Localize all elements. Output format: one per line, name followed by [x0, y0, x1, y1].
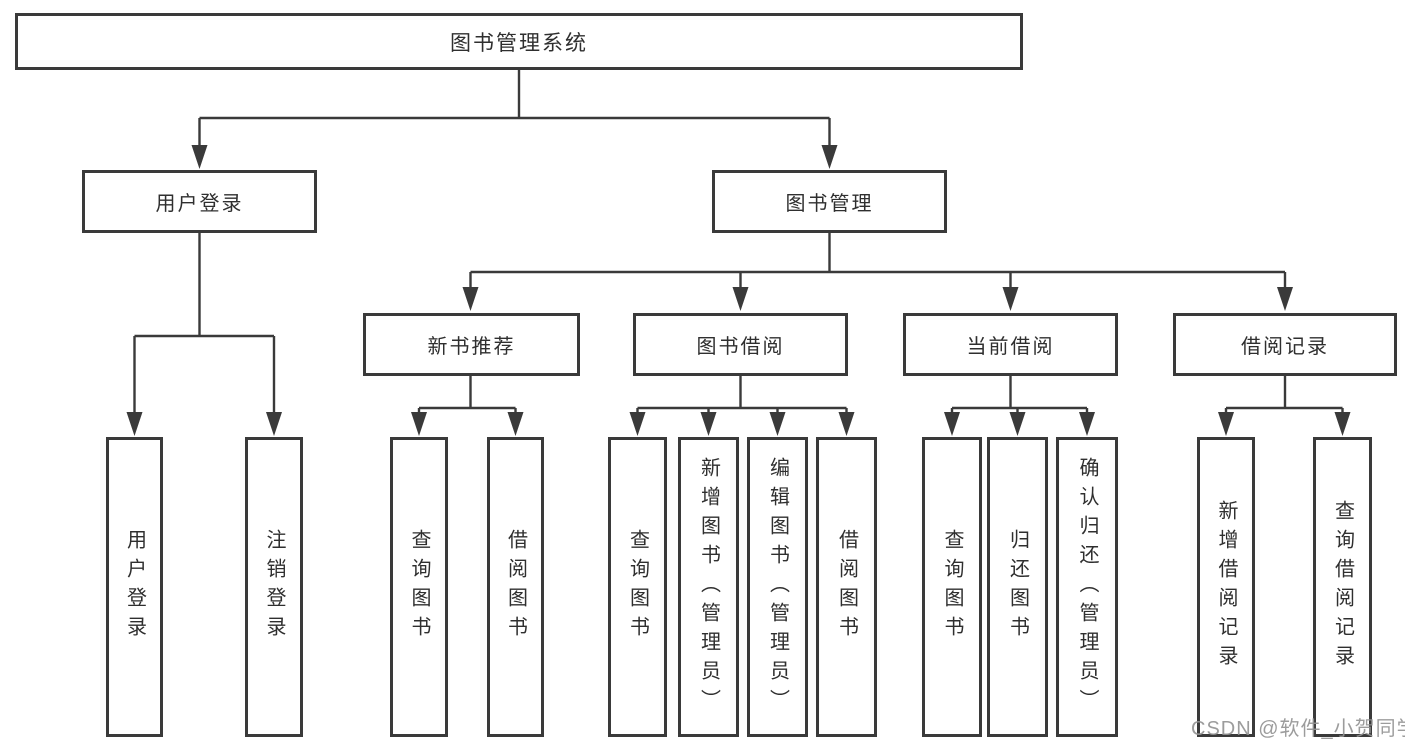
connector-root	[198, 70, 831, 150]
node-book-borrowing: 图书借阅	[633, 313, 848, 376]
node-borrowing-records-label: 借阅记录	[1241, 336, 1329, 358]
node-user-login-branch-label: 用户登录	[155, 193, 244, 215]
node-logout-label: 注销登录	[263, 529, 285, 645]
node-current-borrowing: 当前借阅	[903, 313, 1118, 376]
node-library-management-system-label: 图书管理系统	[450, 31, 588, 55]
node-new-book-recommendation-label: 新书推荐	[427, 336, 516, 358]
node-nbr-borrow-books: 借阅图书	[487, 437, 544, 737]
node-bb-add-books-admin-label: 新增图书（管理员）	[697, 456, 720, 718]
node-nbr-borrow-books-label: 借阅图书	[504, 529, 527, 645]
node-cb-return-books: 归还图书	[987, 437, 1048, 737]
node-br-add-record: 新增借阅记录	[1197, 437, 1255, 737]
node-bb-borrow-books-label: 借阅图书	[835, 529, 858, 645]
connector-user-login	[133, 233, 276, 417]
node-cb-query-books: 查询图书	[922, 437, 982, 737]
node-book-borrowing-label: 图书借阅	[696, 336, 785, 358]
node-bb-edit-books-admin-label: 编辑图书（管理员）	[766, 456, 789, 718]
node-bb-query-books-label: 查询图书	[626, 529, 649, 645]
node-library-management-system: 图书管理系统	[15, 13, 1023, 70]
node-logout: 注销登录	[245, 437, 303, 737]
connector-current-borrowing	[950, 376, 1089, 418]
node-nbr-query-books-label: 查询图书	[408, 529, 430, 645]
node-user-login-leaf-label: 用户登录	[123, 529, 146, 645]
node-user-login-leaf: 用户登录	[106, 437, 163, 737]
node-br-add-record-label: 新增借阅记录	[1215, 500, 1237, 674]
node-borrowing-records: 借阅记录	[1173, 313, 1397, 376]
node-br-query-record: 查询借阅记录	[1313, 437, 1372, 737]
node-book-management: 图书管理	[712, 170, 947, 233]
node-nbr-query-books: 查询图书	[390, 437, 448, 737]
node-current-borrowing-label: 当前借阅	[966, 336, 1055, 358]
node-book-management-label: 图书管理	[785, 193, 874, 215]
arrowheads	[126, 145, 1351, 436]
node-bb-edit-books-admin: 编辑图书（管理员）	[747, 437, 808, 737]
node-user-login-branch: 用户登录	[82, 170, 317, 233]
connector-book-borrowing	[636, 376, 848, 418]
node-bb-add-books-admin: 新增图书（管理员）	[678, 437, 739, 737]
node-cb-confirm-return-admin: 确认归还（管理员）	[1056, 437, 1118, 737]
node-br-query-record-label: 查询借阅记录	[1331, 500, 1354, 674]
node-bb-borrow-books: 借阅图书	[816, 437, 877, 737]
node-bb-query-books: 查询图书	[608, 437, 667, 737]
node-new-book-recommendation: 新书推荐	[363, 313, 580, 376]
node-cb-query-books-label: 查询图书	[941, 529, 963, 645]
connector-book-management	[469, 233, 1287, 292]
connector-borrowing-records	[1224, 376, 1344, 418]
node-cb-return-books-label: 归还图书	[1006, 529, 1029, 645]
connector-new-book-recommendation	[417, 376, 517, 418]
csdn-watermark: CSDN @软件_小贺同学	[1191, 718, 1405, 740]
node-cb-confirm-return-admin-label: 确认归还（管理员）	[1076, 456, 1098, 718]
